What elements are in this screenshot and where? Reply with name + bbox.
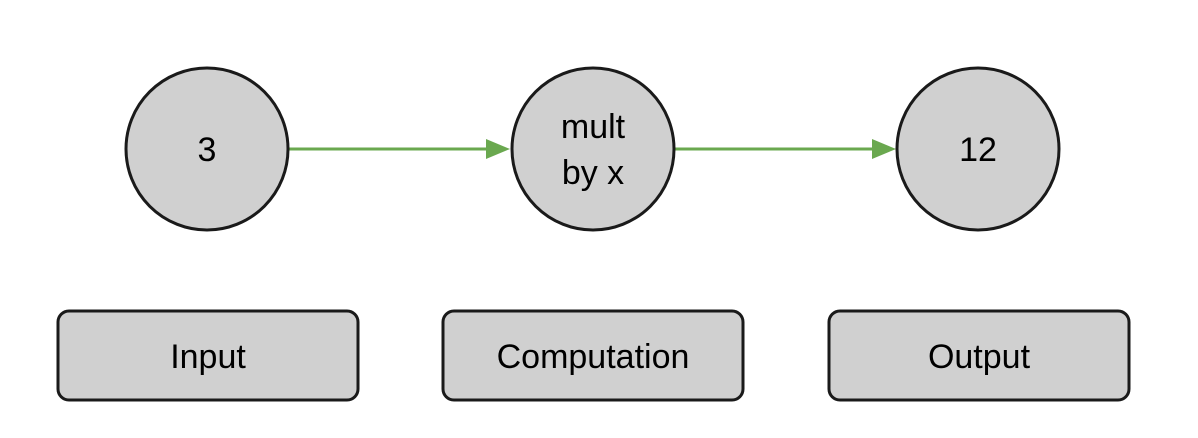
- arrowhead: [486, 139, 510, 159]
- label-input: Input: [56, 309, 360, 402]
- edge-input-to-computation: [289, 139, 510, 159]
- label-output: Output: [827, 309, 1131, 402]
- label-output-text: Output: [928, 338, 1031, 376]
- output-node-value: 12: [959, 131, 997, 169]
- input-node-value: 3: [198, 131, 217, 169]
- input-node: 3: [124, 66, 290, 232]
- label-computation: Computation: [441, 309, 745, 402]
- computation-node: mult by x: [510, 66, 676, 232]
- edge-computation-to-output: [675, 139, 896, 159]
- label-input-text: Input: [170, 338, 246, 376]
- arrowhead: [872, 139, 896, 159]
- label-computation-text: Computation: [497, 338, 690, 376]
- computation-node-line1: mult: [561, 108, 626, 146]
- output-node: 12: [895, 66, 1061, 232]
- computation-node-line2: by x: [562, 154, 624, 192]
